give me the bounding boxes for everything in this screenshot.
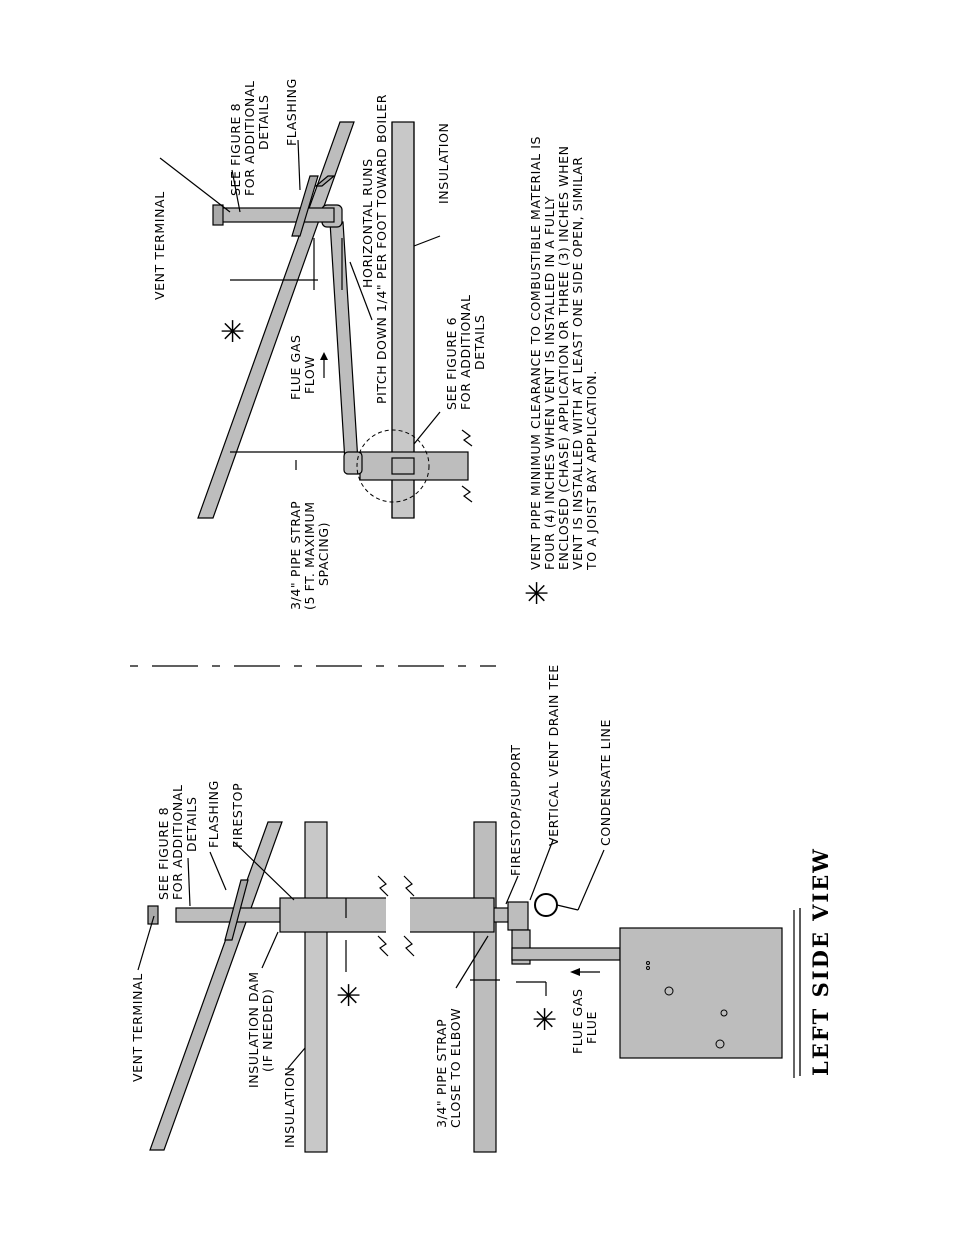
lower-see-figure-8-label-1: SEE FIGURE 8: [156, 807, 171, 900]
upper-flow-label: FLOW: [302, 356, 317, 394]
note-line-1: VENT PIPE MINIMUM CLEARANCE TO COMBUSTIB…: [528, 136, 543, 570]
lower-ceiling-insulation: [304, 821, 328, 1153]
upper-figure-6-callout: [356, 429, 430, 503]
upper-horizontal-runs-label: HORIZONTAL RUNS: [360, 158, 375, 288]
lower-firestop-label: FIRESTOP: [230, 783, 245, 848]
upper-vent-terminal-label: VENT TERMINAL: [152, 191, 167, 300]
view-title: LEFT SIDE VIEW: [808, 847, 833, 1076]
lower-see-figure-8-label-2: FOR ADDITIONAL: [170, 784, 185, 900]
upper-lower-elbow: [343, 451, 363, 475]
lower-figure: [137, 821, 795, 1153]
lower-insulation-dam-label-1: INSULATION DAM: [246, 971, 261, 1088]
lower-firestop-support-label: FIRESTOP/SUPPORT: [508, 744, 523, 876]
upper-figure: [159, 121, 473, 519]
upper-see-figure-6-label-1: SEE FIGURE 6: [444, 317, 459, 410]
upper-see-figure-6-label-2: FOR ADDITIONAL: [458, 294, 473, 410]
lower-pipe-strap-label-1: 3/4" PIPE STRAP: [434, 1019, 449, 1128]
lower-clearance-star-2: ✳: [532, 1003, 557, 1038]
upper-flue-gas-label: FLUE GAS: [288, 334, 303, 400]
note-line-5: TO A JOIST BAY APPLICATION.: [584, 370, 599, 571]
upper-pipe-strap-label-2: (5 FT. MAXIMUM: [302, 501, 317, 610]
upper-flashing: [291, 175, 319, 237]
lower-vertical-vent-drain-tee-label: VERTICAL VENT DRAIN TEE: [546, 664, 561, 846]
note-line-3: ENCLOSED (CHASE) APPLICATION OR THREE (3…: [556, 145, 571, 570]
upper-see-figure-6-label-3: DETAILS: [472, 314, 487, 370]
upper-pipe-strap-label-1: 3/4" PIPE STRAP: [288, 501, 303, 610]
note-line-2: FOUR (4) INCHES WHEN VENT IS INSTALLED I…: [542, 196, 557, 570]
lower-flue-gas-label: FLUE GAS: [570, 988, 585, 1054]
upper-insulation-label: INSULATION: [436, 123, 451, 204]
upper-see-figure-8-label-2: FOR ADDITIONAL: [242, 80, 257, 196]
note-star: ✳: [524, 577, 549, 612]
lower-see-figure-8-label-3: DETAILS: [184, 796, 199, 852]
upper-flashing-label: FLASHING: [284, 78, 299, 146]
lower-condensate-line-label: CONDENSATE LINE: [598, 719, 613, 846]
lower-floor: [473, 821, 497, 1153]
upper-clearance-star: ✳: [220, 315, 245, 350]
lower-insulation-label: INSULATION: [282, 1067, 297, 1148]
upper-horizontal-run: [329, 221, 359, 463]
upper-vent-through-roof: [215, 207, 335, 223]
lower-flashing-label: FLASHING: [206, 780, 221, 848]
lower-condensate-loop: [534, 893, 558, 917]
upper-see-figure-8-label-3: DETAILS: [256, 94, 271, 150]
lower-clearance-star-1: ✳: [336, 979, 361, 1014]
upper-pitch-down-label: PITCH DOWN 1/4" PER FOOT TOWARD BOILER: [374, 94, 389, 404]
lower-pipe-strap-label-2: CLOSE TO ELBOW: [448, 1008, 463, 1128]
lower-flue-label: FLUE: [584, 1011, 599, 1044]
lower-drain-tee: [507, 901, 529, 931]
lower-vent-terminal-label: VENT TERMINAL: [130, 973, 145, 1082]
upper-see-figure-8-label-1: SEE FIGURE 8: [228, 103, 243, 196]
lower-insulation-dam-label-2: (IF NEEDED): [260, 989, 275, 1073]
lower-flashing: [224, 879, 249, 941]
upper-pipe-strap-label-3: SPACING): [316, 522, 331, 586]
note-line-4: VENT IS INSTALLED WITH AT LEAST ONE SIDE…: [570, 156, 585, 570]
lower-boiler: [619, 927, 783, 1059]
